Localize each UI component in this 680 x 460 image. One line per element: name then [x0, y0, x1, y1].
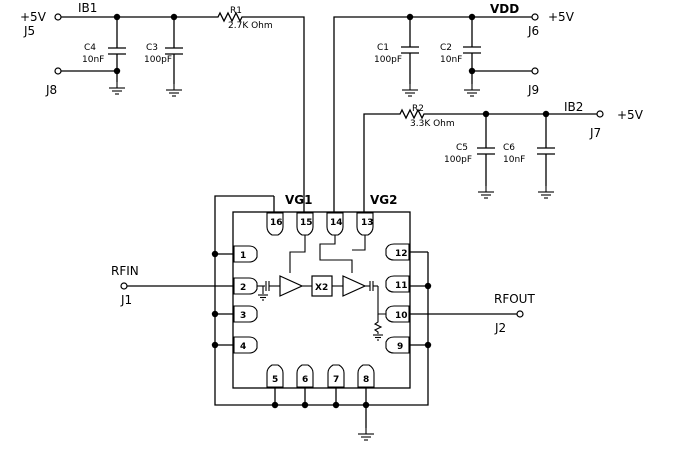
- j7-label: J7: [589, 126, 601, 140]
- j5-label: J5: [23, 24, 35, 38]
- c1-ref: C1: [377, 43, 389, 53]
- c3-value: 100pF: [144, 55, 172, 65]
- ib1-label: IB1: [78, 1, 97, 15]
- pin-9: 9: [397, 342, 403, 352]
- c6-ref: C6: [503, 143, 515, 153]
- j5-connector[interactable]: [54, 13, 62, 21]
- c5-value: 100pF: [444, 155, 472, 165]
- pin-12: 12: [395, 249, 408, 259]
- j9-label: J9: [527, 83, 539, 97]
- amplifier-stage-2: [342, 275, 367, 297]
- r1-value: 2.7K Ohm: [228, 21, 273, 31]
- j8-connector[interactable]: [54, 67, 62, 75]
- j1-label: J1: [120, 293, 132, 307]
- c4-value: 10nF: [82, 55, 104, 65]
- c2-capacitor: [463, 17, 481, 84]
- r1-ref: R1: [230, 6, 242, 16]
- c5-capacitor: [477, 114, 495, 186]
- pin-4: 4: [240, 342, 246, 352]
- r2-value: 3.3K Ohm: [410, 119, 455, 129]
- c4-ref: C4: [84, 43, 96, 53]
- pin-2: 2: [240, 283, 246, 293]
- ground-frame: [214, 195, 429, 406]
- ib1-wire: [61, 11, 305, 212]
- amplifier-stage-1: [279, 275, 304, 297]
- j2-label: J2: [494, 321, 506, 335]
- x2-label: X2: [315, 283, 328, 293]
- j6-supply-label: +5V: [548, 10, 575, 24]
- pin-15: 15: [300, 218, 313, 228]
- pin-1: 1: [240, 251, 246, 261]
- c2-value: 10nF: [440, 55, 462, 65]
- c6-capacitor: [537, 114, 555, 186]
- ic-package: VG1 VG2 16 15 1: [211, 193, 432, 441]
- j6-label: J6: [527, 24, 539, 38]
- pin-5: 5: [272, 375, 278, 385]
- pin-16: 16: [270, 218, 283, 228]
- j6-connector[interactable]: [531, 13, 539, 21]
- c1-value: 100pF: [374, 55, 402, 65]
- pin-6: 6: [302, 375, 308, 385]
- ib2-net: R2 3.3K Ohm IB2 +5V J7 C5 100pF C6 10nF: [363, 100, 644, 212]
- pin-10: 10: [395, 311, 408, 321]
- ib2-wire: [363, 108, 597, 212]
- c3-capacitor: [165, 17, 183, 84]
- j8-label: J8: [45, 83, 57, 97]
- j9-connector[interactable]: [531, 67, 539, 75]
- vdd-net: VDD +5V J6 C1 100pF C2 10nF J9: [333, 2, 575, 212]
- pin-13: 13: [361, 218, 374, 228]
- pin-3: 3: [240, 311, 246, 321]
- c3-ref: C3: [146, 43, 158, 53]
- c2-ref: C2: [440, 43, 452, 53]
- pin-8: 8: [363, 375, 369, 385]
- vg2-label: VG2: [370, 193, 398, 207]
- ic-body: [232, 211, 411, 389]
- c6-value: 10nF: [503, 155, 525, 165]
- c5-ref: C5: [456, 143, 468, 153]
- rf-ports: RFIN J1 RFOUT J2: [111, 264, 535, 335]
- pin-7: 7: [333, 375, 339, 385]
- rfout-label: RFOUT: [494, 292, 535, 306]
- c1-capacitor: [401, 17, 419, 84]
- ib2-label: IB2: [564, 100, 583, 114]
- pin-14: 14: [330, 218, 343, 228]
- rfin-label: RFIN: [111, 264, 139, 278]
- vg1-label: VG1: [285, 193, 313, 207]
- vdd-wire: [333, 16, 532, 212]
- vdd-label: VDD: [490, 2, 519, 16]
- j1-connector[interactable]: [120, 282, 128, 290]
- pin-11: 11: [395, 281, 408, 291]
- j2-connector[interactable]: [516, 310, 524, 318]
- j7-connector[interactable]: [596, 110, 604, 118]
- j5-supply-label: +5V: [20, 10, 47, 24]
- r2-ref: R2: [412, 104, 424, 114]
- c4-capacitor: [108, 17, 126, 82]
- j7-supply-label: +5V: [617, 108, 644, 122]
- ib1-net: +5V J5 IB1 R1 2.7K Ohm C4 10nF J8 C3 100…: [20, 1, 305, 212]
